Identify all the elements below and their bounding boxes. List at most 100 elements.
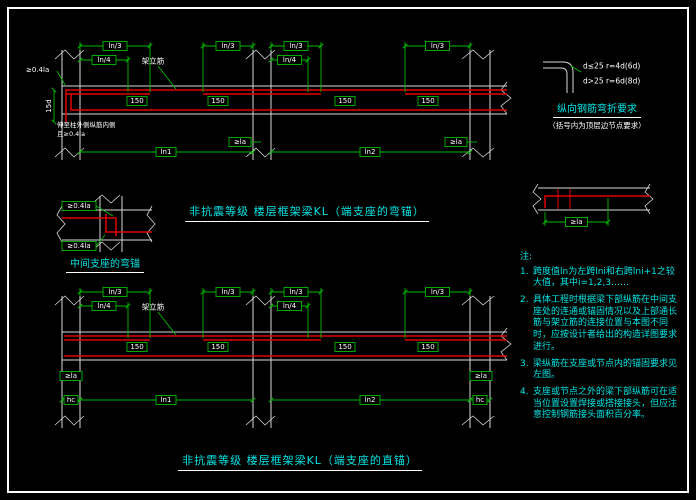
mid-support-detail-title: 中间支座的弯锚	[66, 255, 144, 273]
anchorage-la-text: ≥la	[65, 372, 77, 380]
dim-label-ln3: ln/3	[215, 287, 241, 297]
lap-150-label: 150	[417, 96, 439, 106]
dim-label-ln3-text: ln/3	[289, 42, 302, 50]
lap-150-label: 150	[207, 342, 229, 352]
beam-elevation-hooked: ln/3 ln/3 ln/3 ln/3 ln/4 ln/4 150 150 15…	[26, 41, 512, 160]
lap-150-label: 150	[207, 96, 229, 106]
lap-150-label: 150	[126, 96, 148, 106]
lap-150-text: 150	[130, 343, 143, 351]
anchorage-la-text: ≥la	[475, 372, 487, 380]
dim-label-ln3: ln/3	[102, 41, 128, 51]
span-ln1-label: ln1	[155, 395, 177, 405]
jialijin-label: 架立筋	[142, 302, 165, 312]
bend-rule-2: d>25 r=6d(8d)	[583, 77, 640, 86]
lap-150-label: 150	[126, 342, 148, 352]
lap-150-label: 150	[334, 96, 356, 106]
hc-label: hc	[63, 395, 79, 405]
hc-label: hc	[472, 395, 488, 405]
dim-label-ln4: ln/4	[91, 55, 117, 65]
dim-label-ln3-text: ln/3	[221, 42, 234, 50]
lap-150-text: 150	[338, 343, 351, 351]
anchor-note-line2: 且≥0.4la	[57, 130, 85, 138]
span-ln1-text: ln1	[161, 148, 172, 156]
note-number: 2.	[520, 295, 529, 306]
span-ln2-label: ln2	[359, 395, 381, 405]
note-item: 3. 梁纵筋在支座或节点内的锚固要求见左图。	[520, 359, 680, 382]
dim-label-ln4: ln/4	[277, 301, 302, 311]
note-item: 4. 支座或节点之外的梁下部纵筋可在适当位置设置焊接或搭接接头，但应注意控制钢筋…	[520, 387, 680, 422]
dim-label-ln3-text: ln/3	[431, 42, 444, 50]
drawing1-title: 非抗震等级 楼层框架梁KL（端支座的弯锚）	[185, 203, 429, 222]
span-ln2-label: ln2	[359, 147, 381, 157]
bend-requirement-note: （括号内为顶层边节点要求）	[548, 121, 646, 130]
bend-rule-1: d≤25 r=4d(6d)	[583, 62, 640, 71]
anchorage-la-label: ≥la	[469, 371, 493, 381]
dim-label-ln4-text: ln/4	[283, 302, 297, 310]
jialijin-label: 架立筋	[142, 56, 165, 66]
drawing2-title: 非抗震等级 楼层框架梁KL（端支座的直锚）	[178, 452, 422, 471]
anchorage-la-text: ≥la	[570, 218, 582, 226]
note-item: 2. 具体工程时根据梁下部纵筋在中间支座处的连通或锚固情况以及上部通长筋与架立筋…	[520, 295, 680, 353]
dim-label-ln3-text: ln/3	[108, 42, 121, 50]
lap-150-text: 150	[211, 97, 224, 105]
dim-label-ln3: ln/3	[425, 287, 450, 297]
note-number: 4.	[520, 386, 529, 397]
anchorage-04la-label: ≥0.4la	[61, 201, 97, 211]
anchorage-04la-text: ≥0.4la	[67, 242, 90, 250]
dim-label-ln3-text: ln/3	[431, 288, 444, 296]
bend-requirement-detail: d≤25 r=4d(6d) d>25 r=6d(8d)	[543, 61, 640, 93]
anchorage-la-label: ≥la	[444, 137, 468, 147]
lap-150-text: 150	[211, 343, 224, 351]
notes-header: 注:	[520, 252, 533, 262]
bend-requirement-title: 纵向钢筋弯折要求	[553, 100, 641, 118]
note-number: 1.	[520, 266, 529, 277]
dim-label-ln3-text: ln/3	[289, 288, 302, 296]
sheet-border	[7, 7, 689, 493]
lap-150-text: 150	[421, 343, 434, 351]
beam-elevation-straight: ln/3 ln/3 ln/3 ln/3 ln/4 ln/4 150 150 15…	[54, 287, 512, 428]
span-ln2-text: ln2	[365, 148, 376, 156]
dim-label-ln3: ln/3	[283, 287, 309, 297]
dim-label-ln4: ln/4	[91, 301, 117, 311]
anchor-note-line1: 伸至柱外侧纵筋内侧	[57, 120, 116, 129]
dim-label-ln3: ln/3	[425, 41, 450, 51]
anchorage-04la-text: ≥0.4la	[67, 202, 90, 210]
note-text: 跨度值ln为左跨lni和右跨lni+1之较大值，其中i=1,2,3……	[533, 266, 675, 289]
dim-label-ln4: ln/4	[277, 55, 302, 65]
note-text: 梁纵筋在支座或节点内的锚固要求见左图。	[533, 358, 678, 381]
mid-support-detail: ≥0.4la ≥0.4la	[56, 194, 156, 252]
dim-label-ln4-text: ln/4	[97, 56, 111, 64]
anchorage-la-label: ≥la	[228, 137, 252, 147]
anchorage-la-label: ≥la	[59, 371, 83, 381]
lap-150-label: 150	[417, 342, 439, 352]
notes-panel: 注: 1. 跨度值ln为左跨lni和右跨lni+1之较大值，其中i=1,2,3……	[520, 252, 680, 427]
dim-label-ln3: ln/3	[215, 41, 241, 51]
hc-text: hc	[476, 396, 484, 404]
anchorage-04la-label: ≥0.4la	[61, 241, 97, 251]
note-item: 1. 跨度值ln为左跨lni和右跨lni+1之较大值，其中i=1,2,3……	[520, 267, 680, 290]
span-ln1-text: ln1	[161, 396, 172, 404]
note-text: 具体工程时根据梁下部纵筋在中间支座处的连通或锚固情况以及上部通长筋与架立筋的连接…	[533, 295, 678, 352]
lap-150-label: 150	[334, 342, 356, 352]
hook-15d-label: 15d	[45, 99, 53, 112]
anchorage-04la-label: ≥0.4la	[26, 66, 49, 74]
lap-150-text: 150	[421, 97, 434, 105]
span-ln1-label: ln1	[155, 147, 177, 157]
lap-150-text: 150	[130, 97, 143, 105]
span-ln2-text: ln2	[365, 396, 376, 404]
dim-label-ln3-text: ln/3	[108, 288, 121, 296]
dim-label-ln3: ln/3	[102, 287, 128, 297]
dim-label-ln4-text: ln/4	[283, 56, 297, 64]
hc-text: hc	[67, 396, 75, 404]
joint-anchorage-detail: ≥la	[532, 183, 654, 227]
lap-150-text: 150	[338, 97, 351, 105]
anchorage-la-text: ≥la	[234, 138, 246, 146]
dim-label-ln3-text: ln/3	[221, 288, 234, 296]
dim-label-ln4-text: ln/4	[97, 302, 111, 310]
note-text: 支座或节点之外的梁下部纵筋可在适当位置设置焊接或搭接接头，但应注意控制钢筋接头面…	[533, 386, 678, 421]
dim-label-ln3: ln/3	[283, 41, 309, 51]
anchorage-la-text: ≥la	[450, 138, 462, 146]
